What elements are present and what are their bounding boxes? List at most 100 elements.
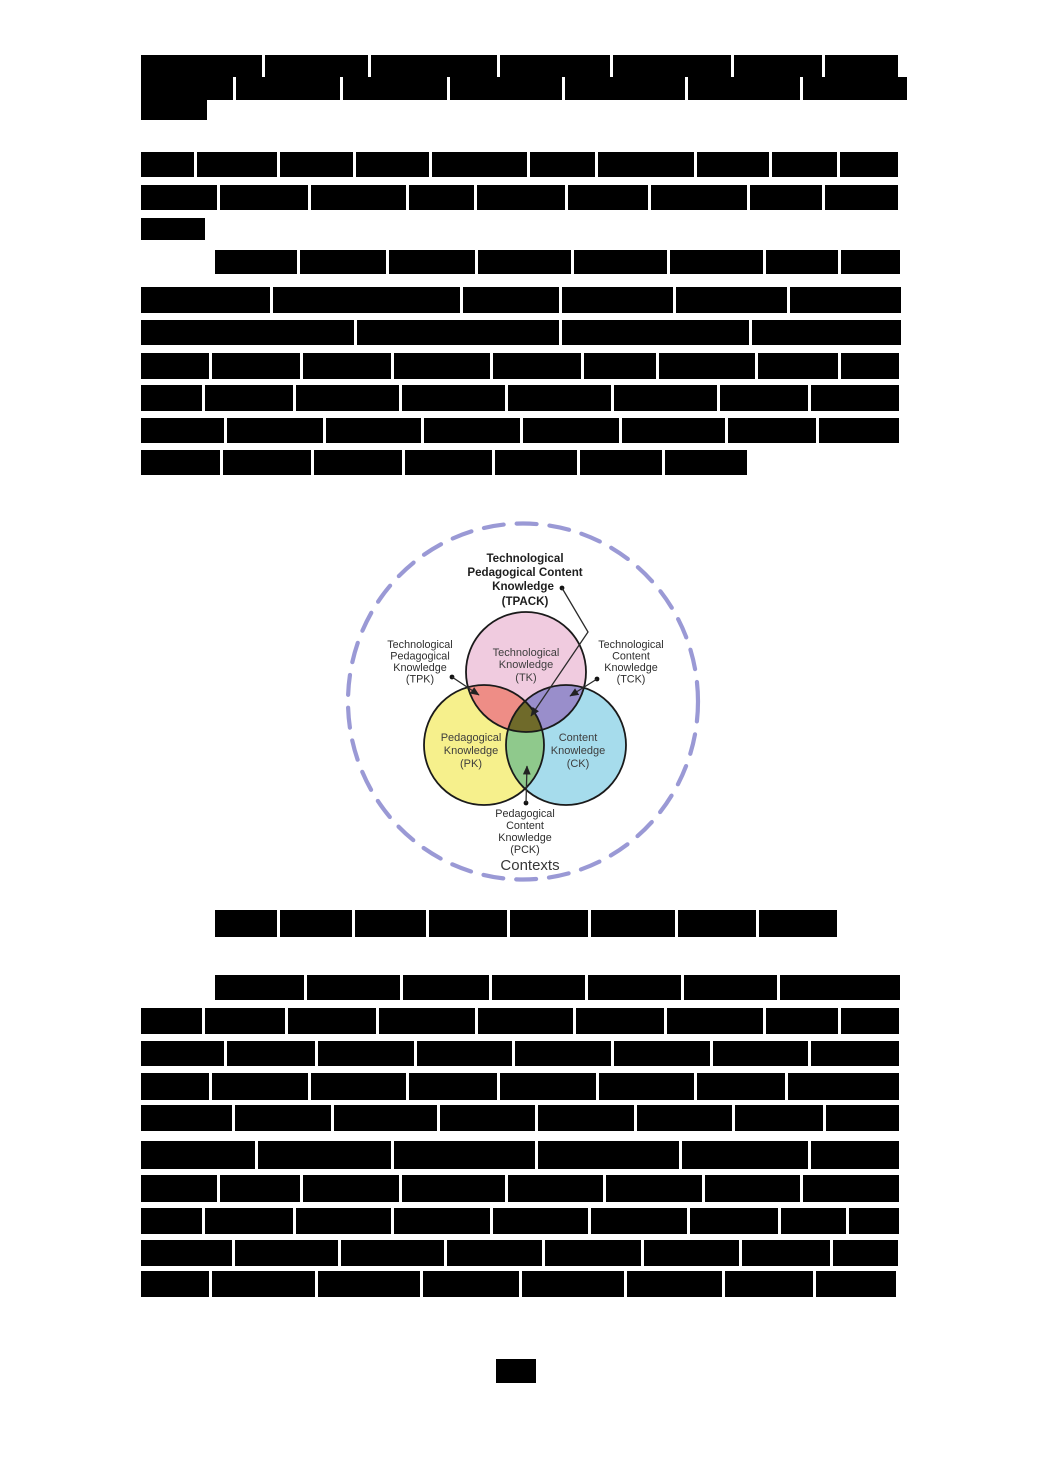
redaction-word-gap bbox=[331, 1105, 334, 1131]
svg-text:Knowledge: Knowledge bbox=[444, 745, 498, 757]
redaction-word-gap bbox=[492, 450, 495, 475]
redaction-word-gap bbox=[209, 353, 212, 379]
redaction-word-gap bbox=[611, 385, 614, 411]
redaction-word-gap bbox=[497, 55, 500, 77]
redaction-word-gap bbox=[823, 1105, 826, 1131]
redacted-text-line-paragraph-1 bbox=[141, 152, 898, 177]
svg-text:Knowledge: Knowledge bbox=[393, 662, 446, 674]
redaction-word-gap bbox=[596, 1073, 599, 1100]
redaction-word-gap bbox=[808, 1041, 811, 1066]
redaction-word-gap bbox=[763, 1008, 766, 1034]
svg-text:Technological: Technological bbox=[387, 639, 452, 651]
redaction-word-gap bbox=[702, 1175, 705, 1202]
svg-text:Content: Content bbox=[559, 732, 598, 744]
redaction-word-gap bbox=[400, 975, 403, 1000]
redaction-word-gap bbox=[542, 1240, 545, 1266]
redaction-word-gap bbox=[681, 975, 684, 1000]
redacted-text-line-paragraph-1 bbox=[141, 218, 205, 240]
redaction-word-gap bbox=[340, 77, 343, 100]
redacted-text-line-paragraph-3 bbox=[141, 1073, 899, 1100]
redaction-word-gap bbox=[304, 975, 307, 1000]
redaction-word-gap bbox=[755, 353, 758, 379]
redaction-word-gap bbox=[611, 1041, 614, 1066]
svg-text:(TK): (TK) bbox=[515, 672, 536, 684]
redaction-word-gap bbox=[315, 1041, 318, 1066]
redaction-word-gap bbox=[722, 1271, 725, 1297]
redaction-word-gap bbox=[675, 910, 678, 937]
redaction-word-gap bbox=[255, 1141, 258, 1169]
redaction-word-gap bbox=[694, 1073, 697, 1100]
redacted-text-line-paragraph-3 bbox=[141, 1041, 899, 1066]
svg-text:Knowledge: Knowledge bbox=[551, 745, 605, 757]
redaction-word-gap bbox=[717, 385, 720, 411]
redaction-word-gap bbox=[402, 450, 405, 475]
redaction-word-gap bbox=[838, 250, 841, 274]
redacted-text-line-page-number bbox=[496, 1359, 536, 1383]
redaction-word-gap bbox=[559, 320, 562, 345]
redacted-text-line-title bbox=[141, 55, 898, 77]
redaction-word-gap bbox=[838, 353, 841, 379]
redacted-text-line-paragraph-3 bbox=[141, 1175, 899, 1202]
redaction-word-gap bbox=[391, 353, 394, 379]
redacted-text-line-paragraph-2 bbox=[215, 250, 900, 274]
svg-text:(PCK): (PCK) bbox=[510, 844, 539, 856]
redaction-word-gap bbox=[406, 1073, 409, 1100]
svg-text:Content: Content bbox=[506, 820, 544, 832]
redaction-word-gap bbox=[490, 353, 493, 379]
redaction-word-gap bbox=[399, 385, 402, 411]
redaction-word-gap bbox=[577, 450, 580, 475]
redaction-word-gap bbox=[822, 55, 825, 77]
redaction-word-gap bbox=[217, 185, 220, 210]
redaction-word-gap bbox=[619, 418, 622, 443]
redaction-word-gap bbox=[285, 1008, 288, 1034]
redaction-word-gap bbox=[710, 1041, 713, 1066]
redaction-word-gap bbox=[808, 1141, 811, 1169]
redaction-word-gap bbox=[662, 450, 665, 475]
redaction-word-gap bbox=[846, 1208, 849, 1234]
contexts-label: Contexts bbox=[500, 857, 559, 874]
redaction-word-gap bbox=[444, 1240, 447, 1266]
svg-text:(CK): (CK) bbox=[567, 758, 590, 770]
redaction-word-gap bbox=[323, 418, 326, 443]
redaction-word-gap bbox=[664, 1008, 667, 1034]
redacted-text-line-paragraph-2 bbox=[141, 418, 899, 443]
ck-circle-outline bbox=[505, 684, 627, 806]
redacted-text-line-paragraph-2 bbox=[141, 385, 899, 411]
redaction-word-gap bbox=[391, 1141, 394, 1169]
redaction-word-gap bbox=[209, 1271, 212, 1297]
redaction-word-gap bbox=[725, 418, 728, 443]
redacted-text-line-title bbox=[141, 77, 907, 100]
redaction-word-gap bbox=[376, 1008, 379, 1034]
redaction-word-gap bbox=[520, 418, 523, 443]
svg-text:Pedagogical: Pedagogical bbox=[390, 651, 449, 663]
redaction-word-gap bbox=[507, 910, 510, 937]
redaction-word-gap bbox=[497, 1073, 500, 1100]
svg-text:Knowledge: Knowledge bbox=[499, 659, 553, 671]
redaction-word-gap bbox=[406, 185, 409, 210]
redaction-word-gap bbox=[749, 320, 752, 345]
redaction-word-gap bbox=[667, 250, 670, 274]
redaction-word-gap bbox=[808, 385, 811, 411]
redaction-word-gap bbox=[447, 77, 450, 100]
redaction-word-gap bbox=[368, 55, 371, 77]
redaction-word-gap bbox=[571, 250, 574, 274]
tck-leader-line bbox=[569, 678, 598, 697]
redaction-word-gap bbox=[679, 1141, 682, 1169]
tpack-leader-line bbox=[530, 587, 589, 717]
redacted-text-line-paragraph-3 bbox=[141, 1141, 899, 1169]
redaction-word-gap bbox=[822, 185, 825, 210]
svg-text:(TPACK): (TPACK) bbox=[502, 595, 549, 608]
redaction-word-gap bbox=[785, 1073, 788, 1100]
redaction-word-gap bbox=[414, 1041, 417, 1066]
redacted-text-line-paragraph-2 bbox=[141, 320, 901, 345]
redaction-word-gap bbox=[475, 250, 478, 274]
redaction-word-gap bbox=[311, 450, 314, 475]
redaction-word-gap bbox=[202, 385, 205, 411]
svg-text:Technological: Technological bbox=[486, 552, 563, 565]
redaction-word-gap bbox=[830, 1240, 833, 1266]
redaction-word-gap bbox=[763, 250, 766, 274]
redaction-word-gap bbox=[505, 1175, 508, 1202]
redaction-word-gap bbox=[732, 1105, 735, 1131]
svg-text:(TPK): (TPK) bbox=[406, 674, 434, 686]
